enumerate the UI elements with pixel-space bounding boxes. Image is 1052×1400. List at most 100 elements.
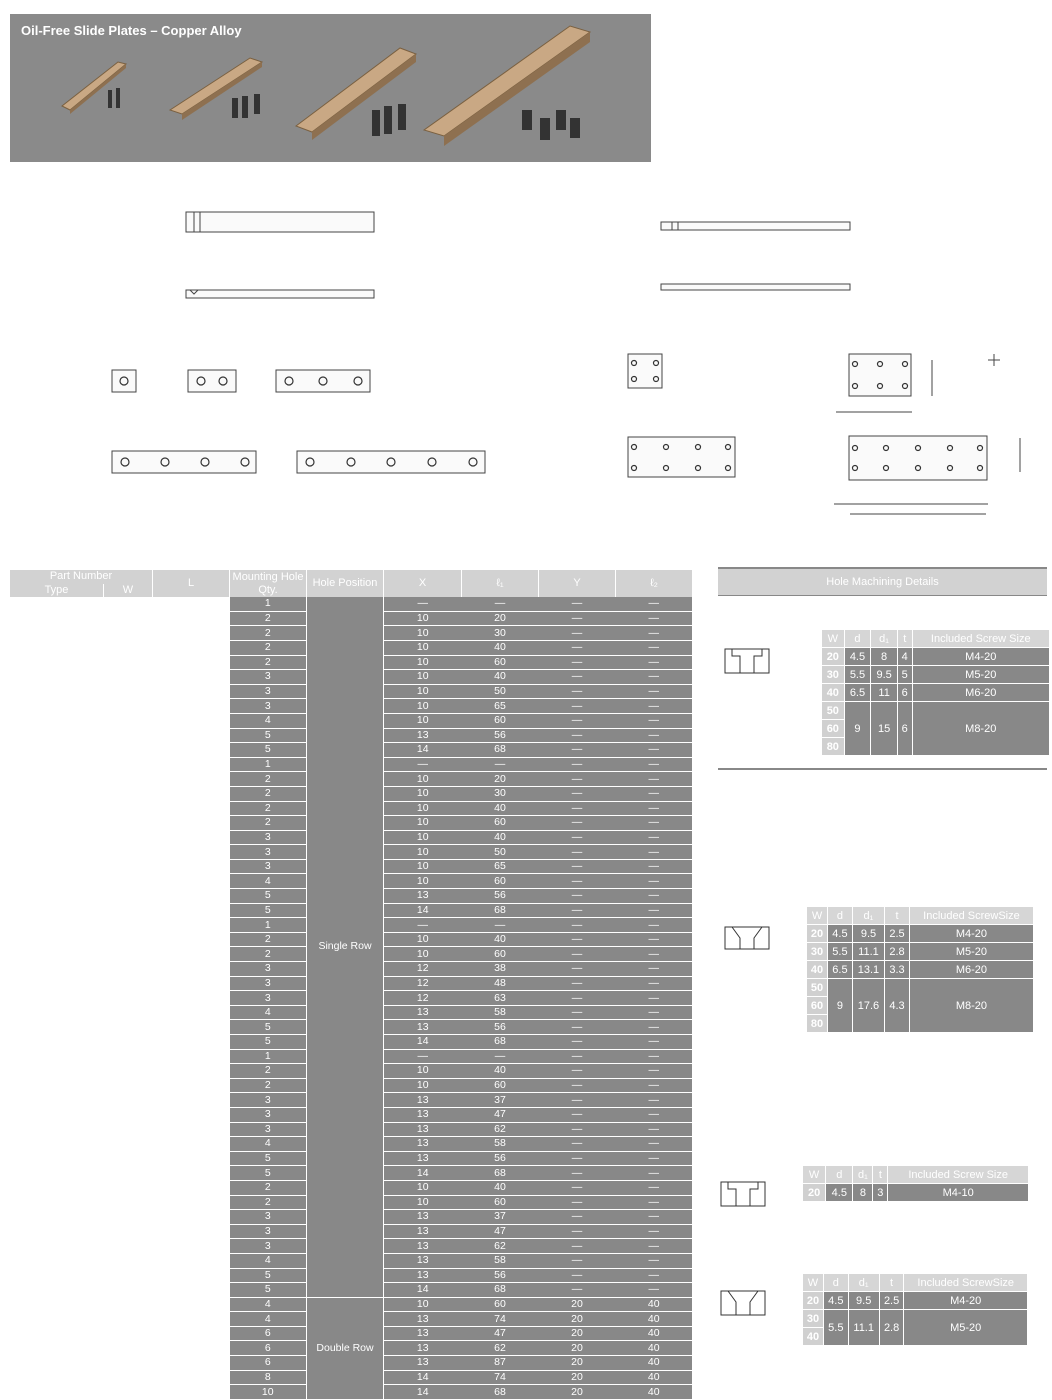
y: —: [538, 1049, 616, 1065]
technical-drawings: [111, 211, 1021, 515]
l2: —: [615, 1063, 692, 1079]
l2: —: [615, 903, 692, 919]
hole-header-t: t: [872, 1165, 889, 1184]
l1: 60: [461, 655, 539, 671]
l2: —: [615, 844, 692, 860]
side-view-thin-countersink: [660, 283, 851, 291]
hole-header-screw: Included Screw Size: [911, 629, 1051, 648]
l1: 40: [461, 830, 539, 846]
x: 14: [383, 1384, 462, 1400]
hole-value: 6.5: [827, 960, 853, 979]
hole-w: 50: [805, 978, 829, 997]
x: —: [383, 1049, 462, 1065]
l2: —: [615, 801, 692, 817]
hole-value: 9: [843, 701, 872, 756]
mounting: 4: [229, 1311, 307, 1327]
x: 10: [383, 1297, 462, 1313]
x: 13: [383, 888, 462, 904]
l1: 37: [461, 1209, 539, 1225]
hole-header-d: d: [825, 1165, 854, 1184]
y: —: [538, 698, 616, 714]
mounting: 5: [229, 728, 307, 744]
l1: 40: [461, 640, 539, 656]
plate-image-xlarge: [422, 25, 592, 146]
l1: 56: [461, 888, 539, 904]
mounting: 3: [229, 669, 307, 685]
x: 13: [383, 1019, 462, 1035]
l1: 65: [461, 859, 539, 875]
hole-value: M4-20: [903, 1291, 1028, 1310]
mounting: 5: [229, 742, 307, 758]
l2: —: [615, 1282, 692, 1298]
l1: 30: [461, 786, 539, 802]
hole-value: 11: [870, 683, 898, 702]
y: —: [538, 961, 616, 977]
hole-value: M6-20: [908, 960, 1035, 979]
mounting: 3: [229, 1224, 307, 1240]
x: 10: [383, 713, 462, 729]
l2: —: [615, 815, 692, 831]
l1: 62: [461, 1122, 539, 1138]
x: —: [383, 917, 462, 933]
hole-w: 30: [805, 942, 829, 961]
top-view-2-hole: [187, 369, 237, 393]
l2: 40: [615, 1370, 692, 1386]
top-view-1-hole: [111, 369, 137, 393]
mounting: 3: [229, 990, 307, 1006]
l1: 30: [461, 625, 539, 641]
product-images: [61, 25, 592, 146]
l2: —: [615, 1136, 692, 1152]
y: —: [538, 990, 616, 1006]
l2: —: [615, 786, 692, 802]
hole-header-d: d: [843, 629, 872, 648]
x: 10: [383, 786, 462, 802]
x: 13: [383, 1151, 462, 1167]
l1: 60: [461, 1078, 539, 1094]
l1: 48: [461, 976, 539, 992]
hole-w: 60: [821, 719, 845, 738]
y: —: [538, 771, 616, 787]
hole-value: M6-20: [911, 683, 1051, 702]
hole-value: 2.5: [878, 1291, 905, 1310]
x: 12: [383, 961, 462, 977]
top-view-double-small: [627, 353, 663, 389]
hole-value: 4.5: [843, 647, 872, 666]
mounting: 2: [229, 786, 307, 802]
header-l2: ℓ₂: [615, 570, 692, 598]
l1: 40: [461, 1063, 539, 1079]
l2: —: [615, 611, 692, 627]
mounting: 2: [229, 771, 307, 787]
x: 10: [383, 771, 462, 787]
mounting: 3: [229, 1092, 307, 1108]
l2: —: [615, 1049, 692, 1065]
header-w: W: [103, 583, 153, 598]
mounting: 2: [229, 932, 307, 948]
x: —: [383, 597, 462, 612]
y: —: [538, 1078, 616, 1094]
mounting: 2: [229, 1078, 307, 1094]
y: —: [538, 1151, 616, 1167]
y: —: [538, 625, 616, 641]
countersink-icon: [724, 926, 770, 950]
mounting: 3: [229, 844, 307, 860]
y: —: [538, 917, 616, 933]
l2: 40: [615, 1297, 692, 1313]
mounting: 1: [229, 757, 307, 773]
mounting: 3: [229, 684, 307, 700]
mounting: 3: [229, 830, 307, 846]
x: 10: [383, 640, 462, 656]
hole-value: 6: [896, 701, 913, 756]
spec-table: Part Number L Mounting Hole Qty. Hole Po…: [10, 570, 692, 1400]
